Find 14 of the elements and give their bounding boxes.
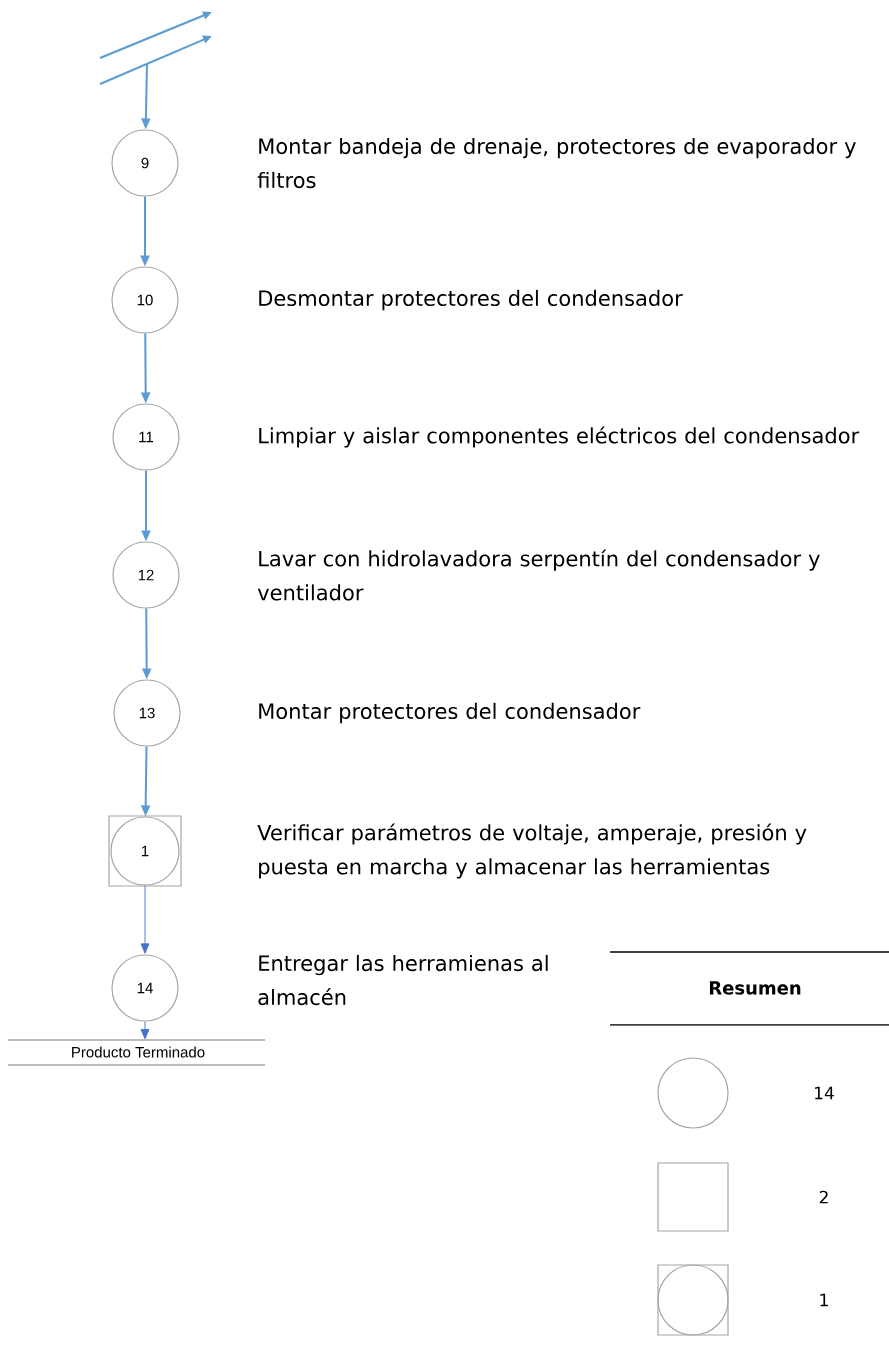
step-description: Limpiar y aislar componentes eléctricos del condensador	[259, 426, 860, 448]
legend-count: 14	[815, 1086, 834, 1100]
legend-count: 1	[820, 1293, 828, 1307]
arrow	[140, 885, 150, 954]
step-description: Montar bandeja de drenaje, protectores de evaporador y filtros	[257, 137, 856, 189]
step-description: Montar protectores del condensador	[259, 702, 641, 724]
arrow	[140, 1021, 150, 1040]
step-description: Desmontar protectores del condensador	[259, 289, 683, 311]
step-description: Entregar las herramienas al almacén	[258, 954, 548, 1006]
table-heading: Resumen	[709, 981, 801, 995]
step-description: Lavar con hidrolavadora serpentín del condensador y ventilador	[257, 549, 820, 601]
legend-count: 2	[819, 1190, 828, 1204]
step-description: Verificar parámetros de voltaje, amperaje, presión y puesta en marcha y almacenar las herramientas	[257, 823, 807, 879]
storage-bar: Producto Terminado	[7, 1039, 266, 1066]
